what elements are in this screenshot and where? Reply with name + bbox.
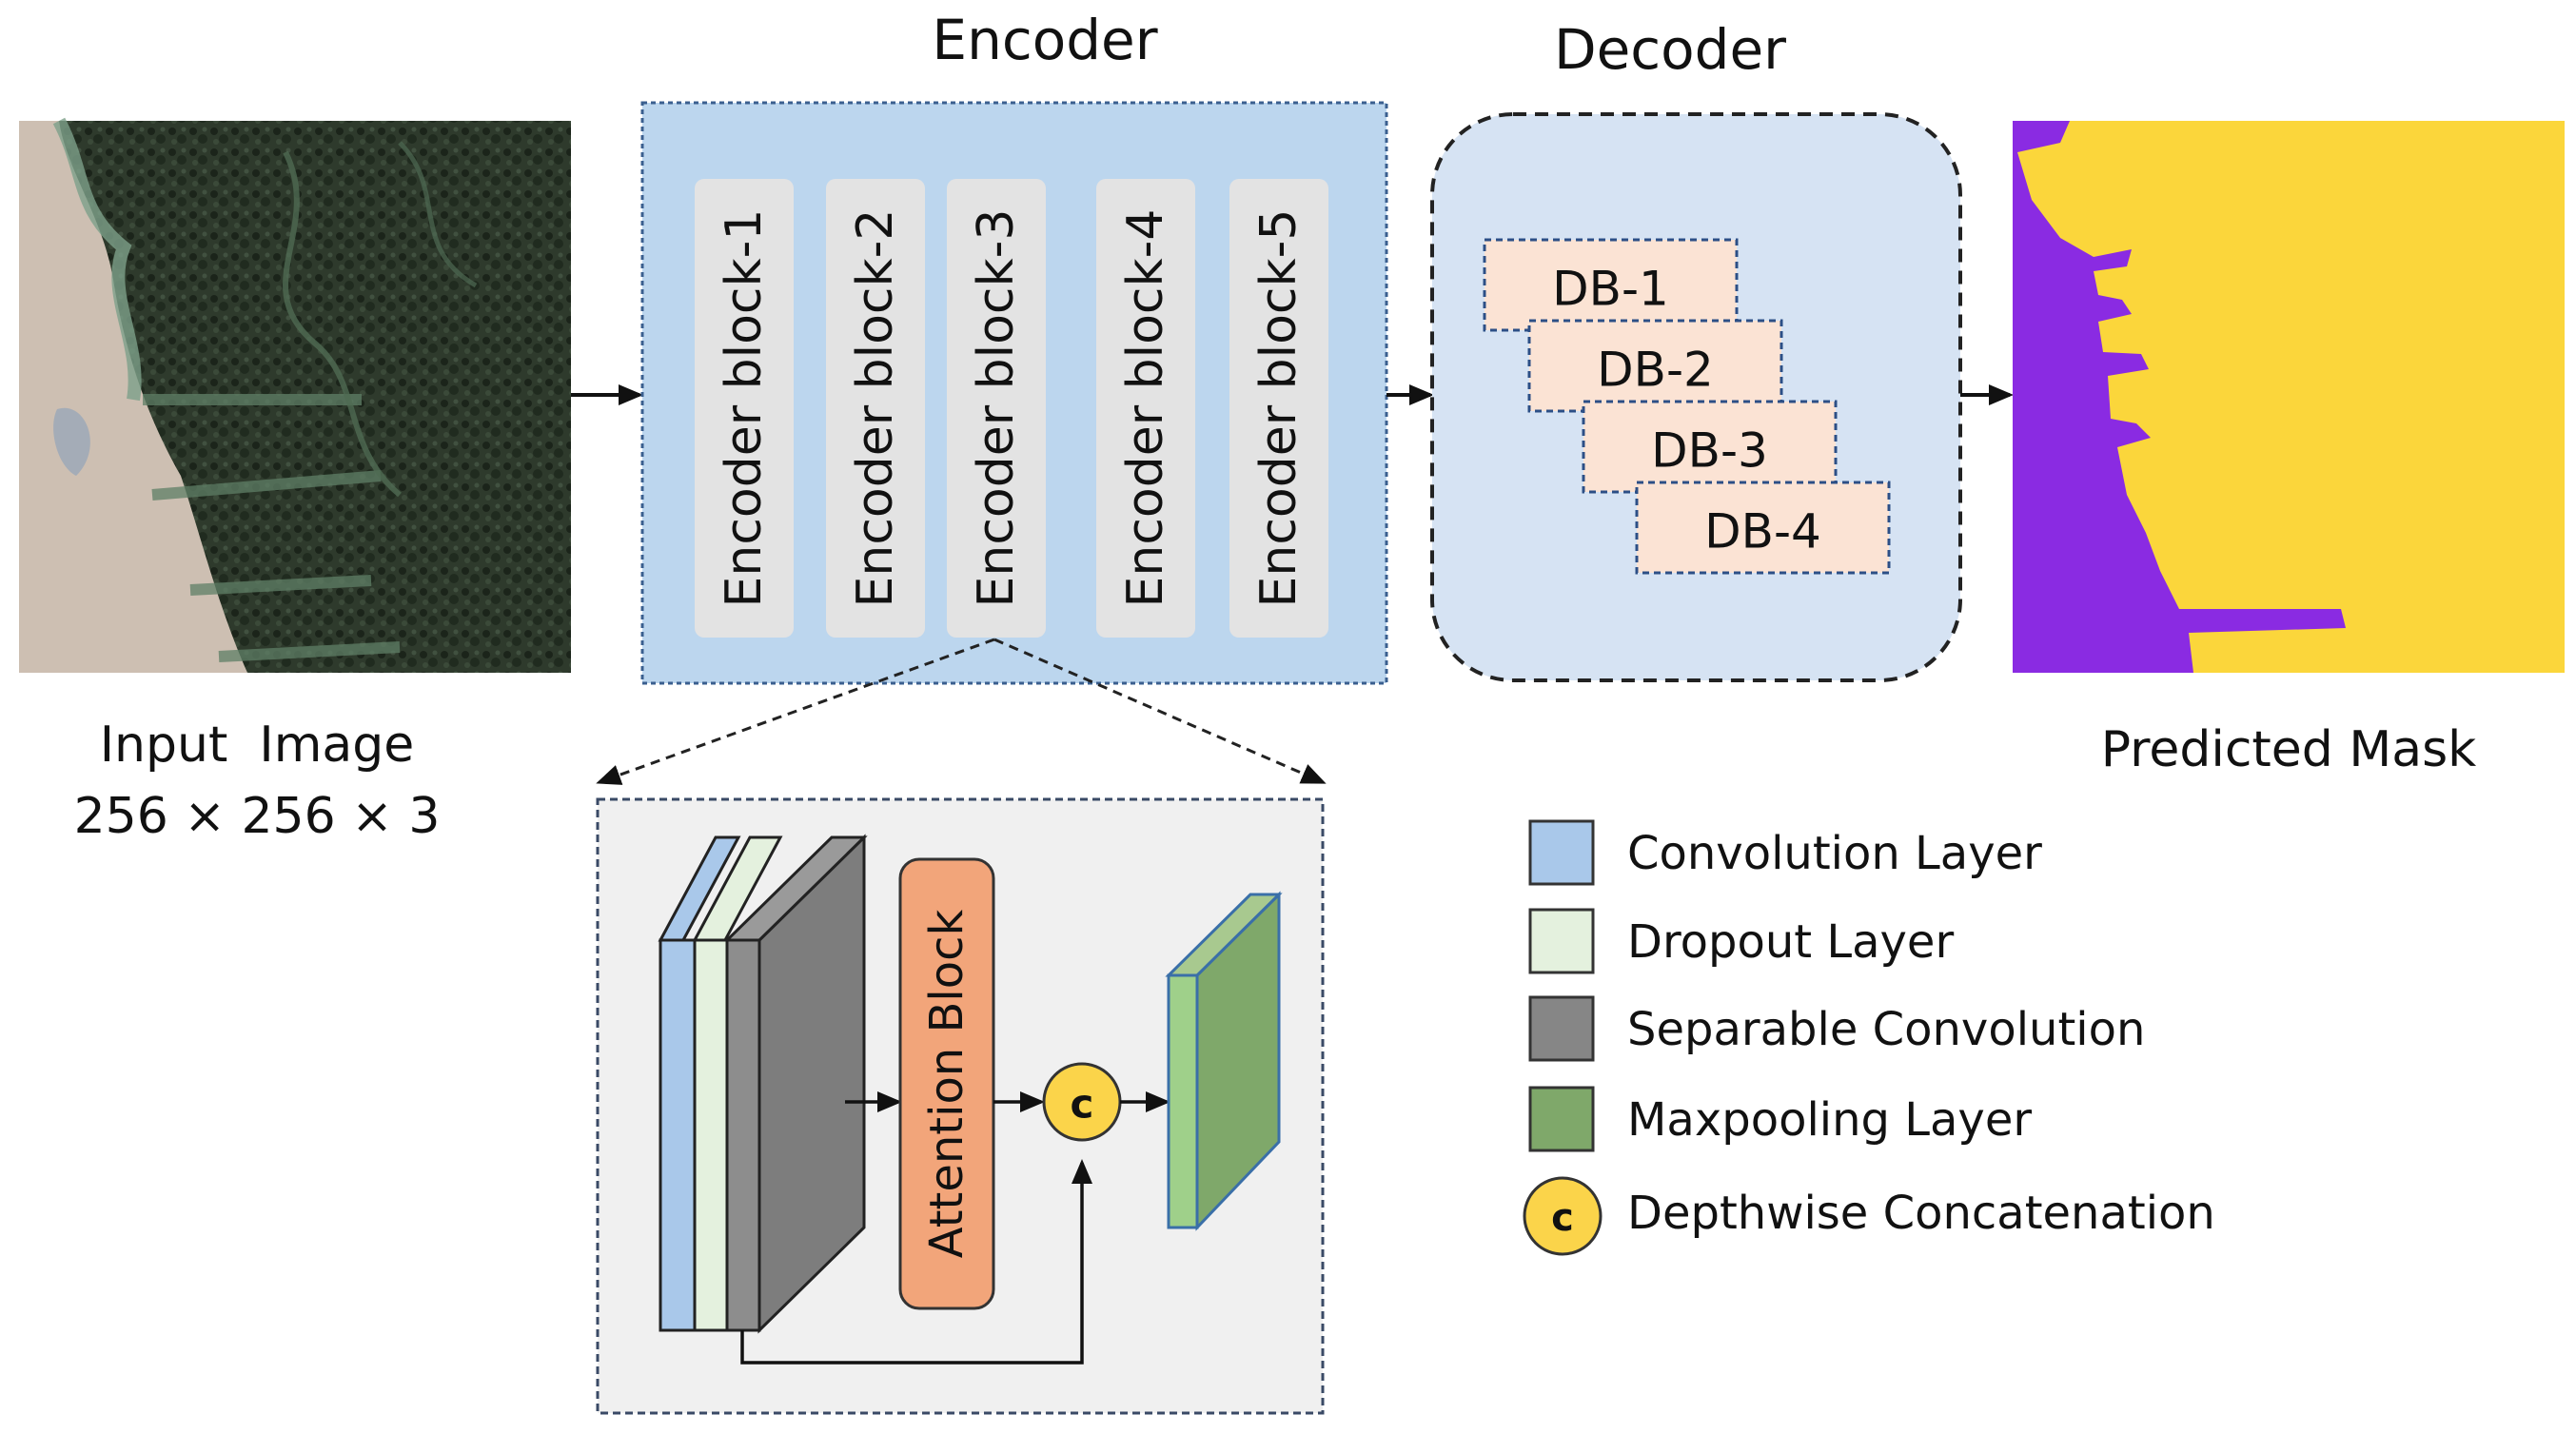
legend-item-1: Convolution Layer (1528, 819, 2042, 886)
encoder-block-3: Encoder block-3 (947, 179, 1046, 638)
sepconv-layer (725, 938, 761, 1332)
legend-item-5: c Depthwise Concatenation (1523, 1176, 2215, 1256)
decoder-block-3: DB-3 (1582, 400, 1838, 494)
legend-label: Dropout Layer (1627, 915, 1954, 969)
legend-swatch (1528, 819, 1595, 886)
concat-node-symbol: c (1071, 1081, 1094, 1128)
input-image (19, 117, 571, 673)
decoder-block-label: DB-4 (1704, 504, 1821, 560)
encoder-block-2: Encoder block-2 (826, 179, 925, 638)
zoom-line-right (993, 638, 1327, 784)
encoder-block-label: Encoder block-3 (968, 209, 1025, 608)
legend-label: Depthwise Concatenation (1627, 1187, 2215, 1240)
maxpool-layer (1165, 891, 1283, 1231)
legend-label: Separable Convolution (1627, 1003, 2145, 1056)
dropout-layer (693, 938, 731, 1332)
input-dims: 256 × 256 × 3 (74, 788, 441, 845)
encoder-block-1: Encoder block-1 (695, 179, 794, 638)
decoder-blocks: DB-1DB-2DB-3DB-4 (1483, 238, 1891, 575)
input-label: Input Image (100, 717, 415, 774)
decoder-title: Decoder (1554, 17, 1786, 82)
maxpool-front (1167, 973, 1199, 1229)
layer-stack (658, 834, 868, 1334)
encoder-blocks: Encoder block-1 Encoder block-2 Encoder bl… (695, 179, 1328, 638)
legend-concat-swatch (1523, 1176, 1603, 1256)
decoder-block-label: DB-1 (1552, 262, 1669, 317)
encoder-block-label: Encoder block-1 (716, 209, 773, 608)
legend-item-2: Dropout Layer (1528, 908, 1954, 974)
legend-swatch (1528, 1086, 1595, 1152)
encoder-block-4: Encoder block-4 (1096, 179, 1195, 638)
conv-layer (659, 938, 698, 1332)
encoder-block-label: Encoder block-4 (1117, 209, 1174, 608)
legend-label: Convolution Layer (1627, 827, 2042, 880)
legend-item-4: Maxpooling Layer (1528, 1086, 2032, 1152)
decoder-block-4: DB-4 (1635, 481, 1891, 575)
decoder-block-label: DB-2 (1597, 343, 1714, 398)
decoder-block-2: DB-2 (1527, 319, 1783, 413)
legend-item-3: Separable Convolution (1528, 995, 2145, 1062)
legend-swatch (1528, 995, 1595, 1062)
decoder-block-1: DB-1 (1483, 238, 1739, 332)
decoder-block-label: DB-3 (1651, 423, 1768, 479)
attention-block (898, 857, 995, 1310)
encoder-block-label: Encoder block-5 (1250, 209, 1308, 608)
encoder-block-5: Encoder block-5 (1229, 179, 1328, 638)
attention-block-label: Attention Block (920, 909, 973, 1258)
legend-label: Maxpooling Layer (1627, 1093, 2032, 1147)
zoom-line-left (596, 638, 995, 785)
legend-concat-symbol: c (1551, 1196, 1574, 1240)
legend-swatch (1528, 908, 1595, 974)
encoder-title: Encoder (932, 8, 1157, 72)
encoder-block-label: Encoder block-2 (847, 209, 904, 608)
output-label: Predicted Mask (2101, 721, 2477, 778)
skip-connection (740, 1159, 1092, 1365)
predicted-mask (2013, 121, 2565, 673)
